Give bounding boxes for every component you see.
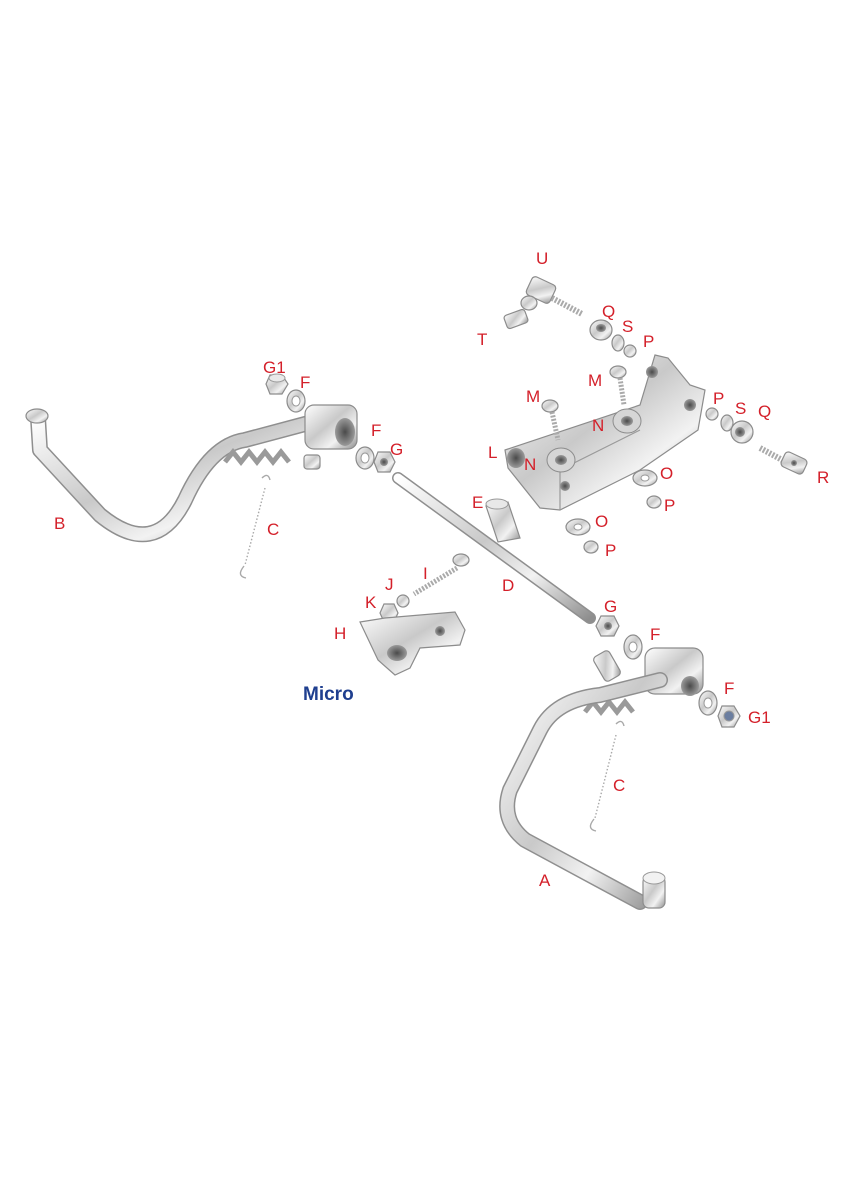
label-t: T <box>477 330 487 349</box>
label-q-top: Q <box>602 302 615 321</box>
washer-j <box>396 594 410 608</box>
label-c-right: C <box>613 776 625 795</box>
return-spring-left <box>239 474 271 579</box>
label-s-side: S <box>735 399 746 418</box>
bracket-h <box>359 611 466 676</box>
label-n-left: N <box>524 455 536 474</box>
pedal-lever-a <box>499 647 704 910</box>
nut-p-upper <box>646 495 662 509</box>
nut-g1-left <box>265 373 289 395</box>
label-o-lower: O <box>595 512 608 531</box>
nut-g-right <box>595 615 620 637</box>
bolt-m-left <box>541 399 561 441</box>
label-i: I <box>423 564 428 583</box>
label-p-upper: P <box>664 496 675 515</box>
washer-s-side <box>720 414 734 432</box>
label-h: H <box>334 624 346 643</box>
part-labels: U T Q S P M M N N L P S Q R O P O P G1 F… <box>54 249 829 890</box>
label-p-lower: P <box>605 541 616 560</box>
label-f-left-top: F <box>300 373 310 392</box>
nut-p-top <box>623 344 637 358</box>
label-e: E <box>472 493 483 512</box>
ball-joint-t <box>503 295 538 330</box>
label-f-left-mid: F <box>371 421 381 440</box>
label-g1-left: G1 <box>263 358 286 377</box>
label-j: J <box>385 575 394 594</box>
bolt-m-right <box>609 365 627 406</box>
washer-o-lower <box>565 518 591 536</box>
washer-f-right-mid <box>698 690 718 716</box>
return-spring-right <box>589 720 625 832</box>
label-p-side: P <box>713 389 724 408</box>
label-o-upper: O <box>660 464 673 483</box>
label-d: D <box>502 576 514 595</box>
washer-f-right-top <box>623 634 643 660</box>
nut-g-left <box>373 451 396 473</box>
label-p-top: P <box>643 332 654 351</box>
label-g1-right: G1 <box>748 708 771 727</box>
sleeve-e <box>485 498 521 543</box>
label-b: B <box>54 514 65 533</box>
label-r: R <box>817 468 829 487</box>
spacer-q-top <box>589 319 613 341</box>
washer-f-left-mid <box>355 446 375 470</box>
nut-p-side <box>705 407 719 421</box>
nut-g1-right <box>717 705 741 728</box>
cross-shaft-d <box>392 472 596 624</box>
label-c-left: C <box>267 520 279 539</box>
mounting-bracket-l <box>504 354 706 511</box>
brand-label: Micro <box>303 684 354 705</box>
bolt-i <box>412 553 470 597</box>
label-k: K <box>365 593 377 612</box>
label-g-left: G <box>390 440 403 459</box>
label-n-right: N <box>592 416 604 435</box>
nut-p-lower <box>583 540 599 554</box>
washer-f-left-top <box>286 389 306 413</box>
spacer-q-side <box>730 420 754 444</box>
clevis-rod-r <box>758 445 808 475</box>
washer-s-top <box>611 334 625 352</box>
label-f-right-top: F <box>650 625 660 644</box>
label-m-left: M <box>526 387 540 406</box>
label-u: U <box>536 249 548 268</box>
pedal-lever-b <box>25 404 358 543</box>
label-l: L <box>488 443 497 462</box>
label-q-side: Q <box>758 402 771 421</box>
label-f-right-mid: F <box>724 679 734 698</box>
label-a: A <box>539 871 551 890</box>
label-s-top: S <box>622 317 633 336</box>
label-g-right: G <box>604 597 617 616</box>
washer-o-upper <box>632 469 658 487</box>
label-m-right: M <box>588 371 602 390</box>
